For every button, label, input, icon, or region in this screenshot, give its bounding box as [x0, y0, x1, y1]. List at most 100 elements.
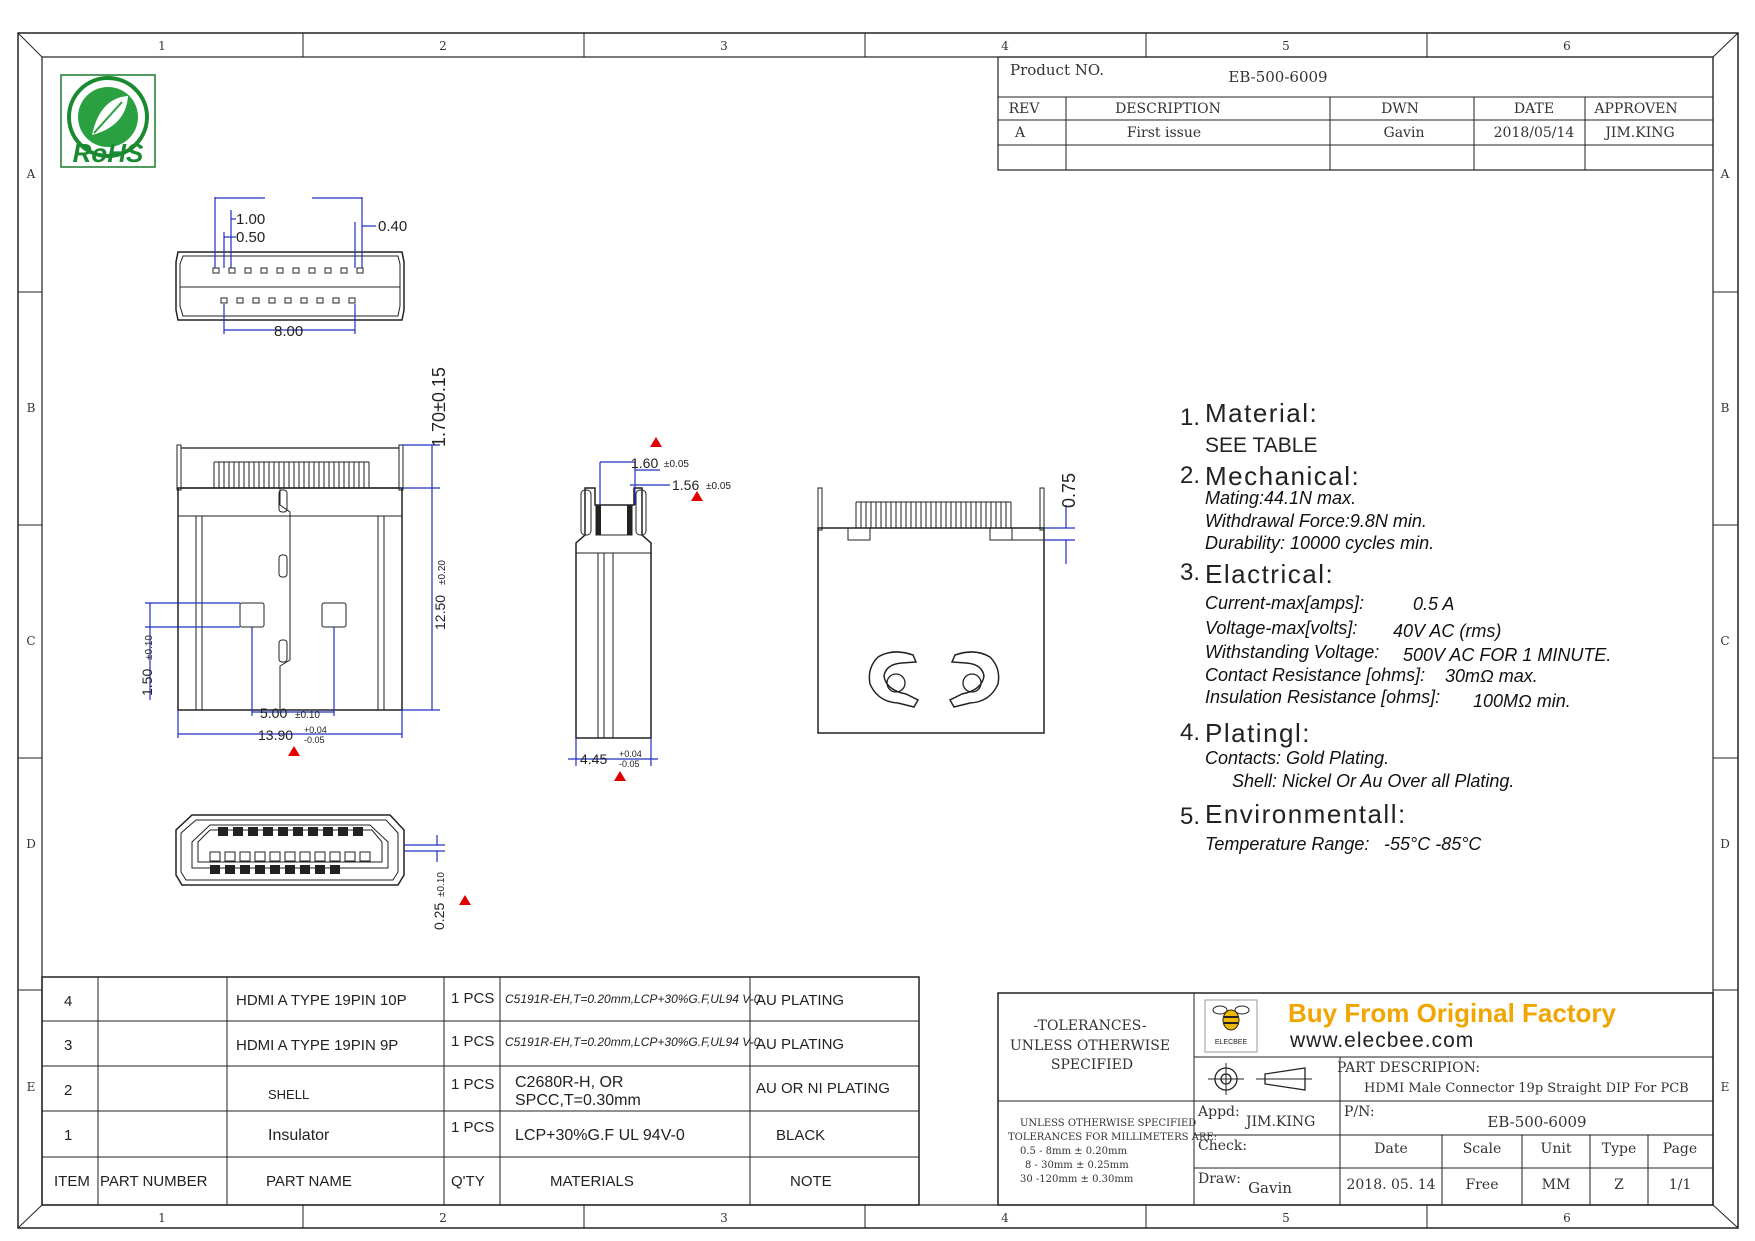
bom-row-1-item: 1	[64, 1127, 72, 1144]
dim-0-50: 0.50	[236, 229, 265, 246]
spec-3-line-5-value: 100MΩ min.	[1473, 691, 1571, 711]
bom-row-4-name: HDMI A TYPE 19PIN 10P	[236, 992, 407, 1009]
pn-label: P/N:	[1344, 1104, 1375, 1120]
row-label-c-r: C	[1720, 634, 1729, 648]
spec-3-line-4-value: 30mΩ max.	[1445, 666, 1538, 686]
spec-2-title: Mechanical:	[1205, 461, 1360, 491]
check-label: Check:	[1198, 1138, 1247, 1154]
slogan: Buy From Original Factory	[1288, 998, 1616, 1028]
dim-1-00: 1.00	[236, 211, 265, 228]
dim-4-45-tol-up: +0.04	[619, 749, 642, 759]
spec-4-title: Platingl:	[1205, 718, 1311, 748]
triangle-marker-icon	[691, 491, 703, 501]
col-unit: Unit	[1541, 1141, 1572, 1157]
dim-1-60: 1.60	[631, 455, 658, 471]
col-label-5b: 5	[1282, 1211, 1290, 1225]
bom-row-1-note: BLACK	[776, 1127, 825, 1144]
draw-label: Draw:	[1198, 1171, 1241, 1187]
bom-row-2-name: SHELL	[268, 1087, 309, 1102]
row-label-e: E	[27, 1080, 36, 1094]
bom-row-3-name: HDMI A TYPE 19PIN 9P	[236, 1037, 398, 1054]
bom-row-2-material-2: SPCC,T=0.30mm	[515, 1092, 641, 1109]
rev-header: REV	[1009, 101, 1041, 117]
bom-row-3-material: C5191R-EH,T=0.20mm,LCP+30%G.F,UL94 V-0	[505, 1035, 761, 1049]
dim-13-90: 13.90	[258, 727, 293, 743]
spec-3-line-1-value: 0.5 A	[1413, 594, 1454, 614]
part-desc-label: PART DESCRIPION:	[1337, 1060, 1480, 1076]
col-label-1: 1	[158, 39, 166, 53]
bom-row-4-material: C5191R-EH,T=0.20mm,LCP+30%G.F,UL94 V-0	[505, 992, 761, 1006]
col-label-6b: 6	[1563, 1211, 1571, 1225]
spec-4-line-1: Contacts: Gold Plating.	[1205, 748, 1389, 768]
col-label-4b: 4	[1001, 1211, 1009, 1225]
triangle-marker-icon	[650, 437, 662, 447]
part-description: HDMI Male Connector 19p Straight DIP For…	[1364, 1081, 1689, 1096]
dim-1-56: 1.56	[672, 477, 699, 493]
spec-1-num: 1.	[1180, 404, 1200, 431]
bom-table: 4 HDMI A TYPE 19PIN 10P 1 PCS C5191R-EH,…	[41, 976, 920, 1206]
tol-title-2: UNLESS OTHERWISE	[1010, 1038, 1170, 1054]
spec-3-line-3-label: Withstanding Voltage:	[1205, 642, 1379, 662]
bom-row-2-material: C2680R-H, OR	[515, 1074, 623, 1091]
dim-1-70: 1.70±0.15	[429, 367, 449, 447]
tol-title-1: -TOLERANCES-	[1033, 1018, 1147, 1034]
specifications: 1. Material: SEE TABLE 2. Mechanical: Ma…	[1180, 398, 1611, 854]
spec-2-line-3: Durability: 10000 cycles min.	[1205, 533, 1434, 553]
bom-row-1-name: Insulator	[268, 1127, 330, 1144]
spec-5-line-1-value: -55°C -85°C	[1384, 834, 1482, 854]
description-header: DESCRIPTION	[1115, 101, 1221, 117]
bom-header-note: NOTE	[790, 1173, 832, 1190]
dwn-value: Gavin	[1384, 125, 1425, 141]
bom-row-4-note: AU PLATING	[756, 992, 844, 1009]
dim-0-25: 0.25	[431, 903, 447, 930]
approven-header: APPROVEN	[1593, 101, 1677, 117]
spec-3-num: 3.	[1180, 559, 1200, 586]
spec-5-title: Environmentall:	[1205, 799, 1407, 829]
unit-value: MM	[1542, 1177, 1571, 1193]
col-type: Type	[1602, 1141, 1637, 1157]
pn-value: EB-500-6009	[1487, 1113, 1586, 1131]
tol-range-1: 0.5 - 8mm ± 0.20mm	[1020, 1146, 1127, 1157]
dwn-header: DWN	[1381, 101, 1419, 117]
scale-value: Free	[1466, 1177, 1499, 1193]
col-label-5: 5	[1282, 39, 1290, 53]
spec-1-title: Material:	[1205, 398, 1318, 428]
dim-4-45: 4.45	[580, 751, 607, 767]
title-block: -TOLERANCES- UNLESS OTHERWISE SPECIFIED …	[997, 992, 1714, 1206]
draw-value: Gavin	[1248, 1179, 1292, 1197]
product-no: EB-500-6009	[1228, 68, 1327, 86]
website: www.elecbee.com	[1289, 1029, 1474, 1052]
spec-5-num: 5.	[1180, 803, 1200, 830]
bom-row-2-qty: 1 PCS	[451, 1076, 494, 1093]
top-view: 1.00 0.50 0.40 8.00	[175, 197, 407, 340]
bom-row-1-qty: 1 PCS	[451, 1119, 494, 1136]
row-label-c: C	[26, 634, 35, 648]
date-value: 2018/05/14	[1494, 125, 1575, 141]
spec-4-line-2: Shell: Nickel Or Au Over all Plating.	[1232, 771, 1514, 791]
col-label-3b: 3	[720, 1211, 728, 1225]
rohs-logo: RoHS	[60, 74, 156, 168]
spec-3-title: Elactrical:	[1205, 559, 1334, 589]
col-label-4: 4	[1001, 39, 1009, 53]
page-value: 1/1	[1669, 1177, 1692, 1193]
dim-1-60-tol: ±0.05	[664, 459, 689, 470]
dim-4-45-tol-dn: -0.05	[619, 759, 640, 769]
col-scale: Scale	[1463, 1141, 1502, 1157]
bom-row-3-qty: 1 PCS	[451, 1033, 494, 1050]
rohs-text: RoHS	[73, 138, 144, 168]
rev-value: A	[1014, 125, 1026, 141]
bottom-view: 0.25 ±0.10	[175, 814, 471, 930]
row-label-a: A	[26, 167, 36, 181]
approven-value: JIM.KING	[1603, 125, 1674, 141]
row-label-d-r: D	[1720, 837, 1730, 851]
front-view: 1.70±0.15 12.50 ±0.20 1.50 ±0.10 5.00 ±0…	[139, 367, 449, 756]
bom-row-2-note: AU OR NI PLATING	[756, 1080, 890, 1097]
description-value: First issue	[1127, 125, 1201, 141]
back-view: 0.75	[817, 473, 1079, 734]
triangle-marker-icon	[459, 895, 471, 905]
spec-3-line-5-label: Insulation Resistance [ohms]:	[1205, 687, 1440, 707]
dim-1-56-tol: ±0.05	[706, 481, 731, 492]
spec-3-line-4-label: Contact Resistance [ohms]:	[1205, 665, 1425, 685]
bom-header-item: ITEM	[54, 1173, 90, 1190]
